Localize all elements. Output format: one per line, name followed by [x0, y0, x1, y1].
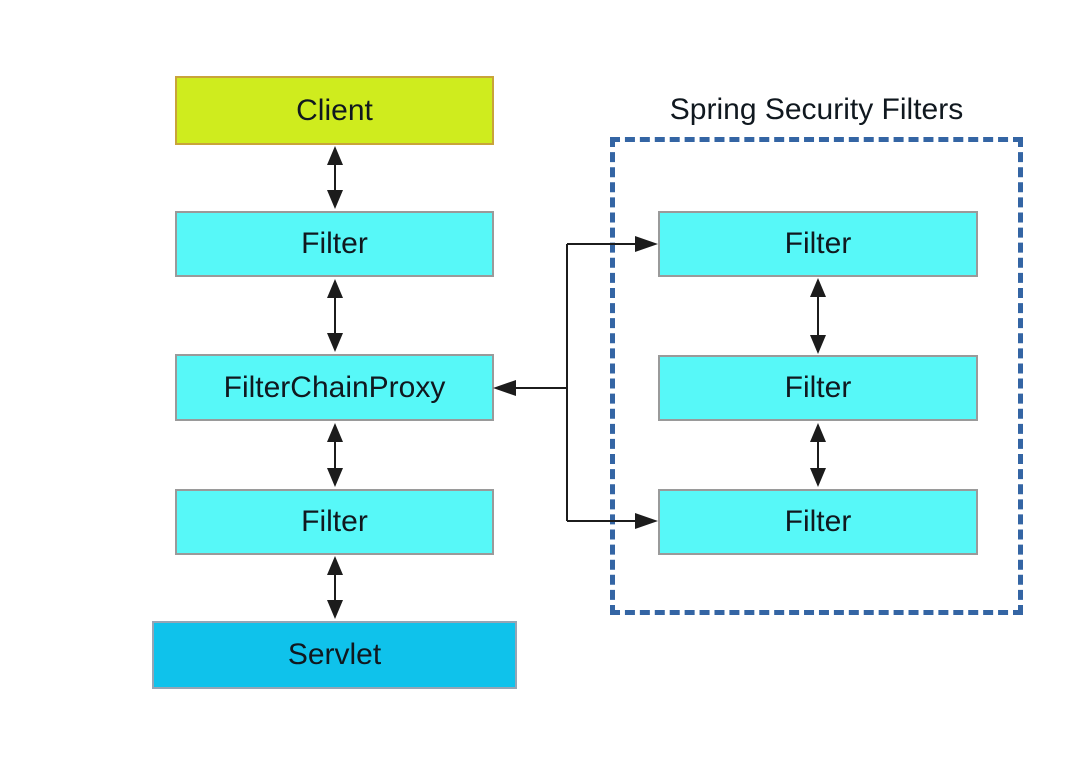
- filter-box-left-2: Filter: [175, 489, 494, 555]
- filter-label: Filter: [301, 505, 368, 538]
- double-arrow-filter-servlet-icon: [327, 556, 343, 619]
- double-arrow-filter-proxy-icon: [327, 279, 343, 352]
- filter-label: Filter: [301, 227, 368, 260]
- filter-box-right-3: Filter: [658, 489, 978, 555]
- filter-label: Filter: [784, 505, 852, 538]
- filter-chain-proxy-box: FilterChainProxy: [175, 354, 494, 421]
- servlet-box: Servlet: [152, 621, 517, 689]
- client-box: Client: [175, 76, 494, 145]
- filter-box-left-1: Filter: [175, 211, 494, 277]
- filter-chain-proxy-label: FilterChainProxy: [223, 370, 446, 404]
- filter-box-right-2: Filter: [658, 355, 978, 421]
- filter-box-right-1: Filter: [658, 211, 978, 277]
- filter-label: Filter: [784, 227, 852, 260]
- spring-security-filters-group-border: [610, 137, 1023, 615]
- double-arrow-proxy-filter-icon: [327, 423, 343, 487]
- double-arrow-client-filter-icon: [327, 146, 343, 209]
- arrowhead-to-filterchainproxy-icon: [493, 380, 516, 396]
- client-label: Client: [296, 93, 373, 127]
- spring-security-filters-title: Spring Security Filters: [669, 93, 964, 126]
- filter-label: Filter: [784, 371, 852, 404]
- servlet-label: Servlet: [287, 638, 382, 671]
